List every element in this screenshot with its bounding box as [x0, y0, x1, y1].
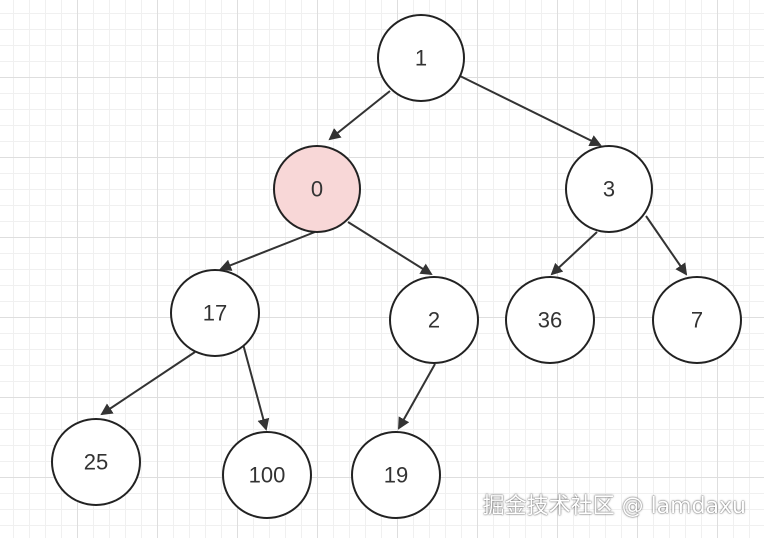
node-label: 19	[384, 463, 408, 488]
node-label: 17	[203, 301, 227, 326]
tree-node-36: 36	[505, 276, 595, 364]
node-circle	[222, 431, 312, 519]
tree-node-0: 0	[273, 145, 361, 233]
edge-0-to-2	[347, 221, 433, 276]
edge-17-to-100	[242, 343, 270, 431]
edge-1-to-0	[328, 90, 391, 141]
tree-node-17: 17	[170, 269, 260, 357]
edge-17-to-25	[100, 351, 196, 416]
tree-node-3: 3	[565, 145, 653, 233]
node-circle	[170, 269, 260, 357]
node-label: 2	[428, 308, 440, 333]
tree-node-100: 100	[222, 431, 312, 519]
node-label: 1	[415, 46, 427, 71]
edge-3-to-36	[550, 231, 598, 276]
node-label: 3	[603, 177, 615, 202]
node-circle	[565, 145, 653, 233]
node-circle	[505, 276, 595, 364]
node-circle	[351, 431, 441, 519]
edge-0-to-17	[219, 231, 316, 271]
tree-node-19: 19	[351, 431, 441, 519]
node-label: 7	[691, 308, 703, 333]
node-circle-highlighted	[273, 145, 361, 233]
watermark-text: 掘金技术社区 @ lamdaxu	[482, 494, 746, 519]
node-circle	[51, 418, 141, 506]
edge-1-to-3	[459, 75, 602, 146]
node-label: 100	[249, 463, 286, 488]
node-label: 25	[84, 450, 108, 475]
node-circle	[377, 14, 465, 102]
tree-node-25: 25	[51, 418, 141, 506]
edge-2-to-19	[398, 363, 436, 430]
node-circle	[389, 276, 479, 364]
tree-node-7: 7	[652, 276, 742, 364]
tree-node-2: 2	[389, 276, 479, 364]
node-label: 36	[538, 308, 562, 333]
node-label: 0	[311, 177, 323, 202]
tree-node-1: 1	[377, 14, 465, 102]
node-circle	[652, 276, 742, 364]
edge-3-to-7	[645, 215, 688, 276]
